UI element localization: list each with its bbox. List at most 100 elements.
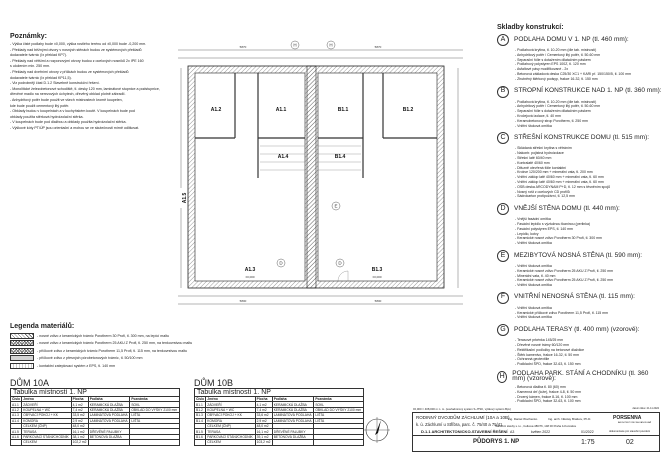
table-cell [271, 439, 315, 446]
composition-layer: - Keramobetonový strop Porotherm, tl. 25… [515, 118, 588, 123]
height-note: ±0,000 = 408,000 m n. m. (souřadnicový s… [413, 407, 511, 411]
composition-letter: E [497, 249, 509, 262]
axis-mark: H [293, 43, 296, 48]
table-cell: OBKLAD DO VÝŠKY 2100 mm [129, 406, 180, 414]
axis-mark: E [334, 204, 337, 209]
note-line: s uložením min. 250 mm. [10, 64, 51, 69]
composition-layer: - Vnitřní štuková omítka [515, 263, 552, 268]
room-label: A1.2 [211, 107, 222, 113]
drawing-title: PŮDORYS 1. NP [473, 439, 520, 445]
composition-layer: - Vnitřní štuková omítka [515, 241, 552, 246]
composition-title: D VNĚJŠÍ STĚNA DOMU (tl. 440 mm): [497, 203, 662, 216]
note-line: - Viz podrobněji část D.1.2 Stavebně kon… [10, 81, 100, 86]
composition-letter: H [497, 371, 508, 384]
composition-letter: G [497, 324, 509, 337]
material-swatch-dots [10, 355, 34, 362]
table-cell [129, 439, 180, 446]
composition-layer: - Nakontr. pojistná hydroizolace [515, 151, 564, 156]
composition-layer: - Kamenná drť (lože), frakce 4-8, tl. 50… [515, 389, 582, 394]
table-cell: LAMINÁTOVÁ PODLAHA [271, 412, 315, 419]
note-line: - Monolitické železobetonové schodiště, … [10, 86, 160, 91]
composition-layer: - Fasádní polystyren EPS, tl. 140 mm [515, 226, 573, 231]
title-block: ±0,000 = 408,000 m n. m. (souřadnicový s… [412, 407, 660, 452]
composition-title: C STŘEŠNÍ KONSTRUKCE DOMU (tl. 515 mm): [497, 132, 662, 145]
notes: Poznámky: - Výška čisté podlahy bude ±0,… [10, 32, 160, 132]
composition-layer: - Sádrokarton protipožární, tl. 12,5 mm [515, 194, 575, 199]
note-line: obklady použita stěrková hydroizolační s… [10, 114, 84, 119]
legend-label: - příčkové zdivo z keramických tvárnic P… [37, 348, 188, 353]
composition-layer: - Rektifikační podložky na betonové dlaž… [515, 347, 585, 352]
composition-layer: - Vnitřní záklop latě 40/60 mm + minerál… [515, 175, 604, 180]
table-cell: OBKLAD DO VÝŠKY 2100 mm [313, 406, 364, 414]
composition-layer: - Štěrk kamenivo, frakce 16-32, tl. 50 m… [515, 352, 579, 357]
composition-letter: D [497, 203, 509, 216]
note-line: dřevěné madlo na nerezových úchytech, dř… [10, 92, 126, 97]
print-date: datum tisku: 21.11.2022 [632, 407, 660, 410]
table-cell: CELKEM [205, 439, 256, 446]
table-cell [9, 439, 23, 446]
legend-label: - příčkové zdivo z přesných pórobetonový… [37, 356, 143, 361]
composition-layer: - Podlahový polystyren EPS 100Z, tl. 120… [515, 62, 586, 67]
legend-item: - nosné zdivo z keramických tvárnic Poro… [10, 340, 192, 348]
composition-layer: - Betonová základová deska C25/30 XC1 + … [515, 71, 632, 76]
composition-letter: A [497, 34, 509, 46]
composition-layer: - Kontralatě 40/60 mm [515, 160, 550, 165]
axis-mark: D [338, 261, 342, 266]
composition-name: STŘEŠNÍ KONSTRUKCE DOMU (tl. 515 mm): [514, 133, 650, 141]
dimension: 5800 [375, 299, 382, 303]
table-cell: 103,2 m2 [254, 439, 273, 446]
composition-layer: - Fasádní lepidlo s výztužnou tkaninou (… [515, 221, 591, 226]
composition-letter: B [497, 85, 509, 98]
composition-layer: - Difuzně otevřená fólie kontaktní [515, 165, 567, 170]
composition-layer: - Dřevěné nosné trámy 60/120 mm [515, 343, 570, 348]
composition-layer: - Vnitřní štuková omítka [515, 283, 552, 288]
legend-title: Legenda materiálů: [10, 323, 75, 330]
composition-layer: - Krokve 120/200 mm + minerální vata, tl… [515, 170, 593, 175]
level-mark: ±0,000 [245, 275, 254, 279]
issue-date: 01/2022 [581, 430, 594, 434]
house-title: DŮM 10B [194, 378, 234, 388]
drawing-number: 02 [626, 439, 634, 446]
party-wall [306, 65, 317, 289]
note-line: - Výška čisté podlahy bude ±0,000, výška… [10, 42, 147, 46]
table-cell [313, 439, 364, 446]
room-label: B1.3 [372, 267, 383, 273]
note-line: - Výškové kóty PT/ÚP jsou orientační a m… [10, 125, 140, 130]
format: A3 [510, 430, 515, 434]
table-caption: Tabulka místností 1. NP [194, 388, 364, 397]
house-title: DŮM 10A [10, 378, 50, 388]
table-caption: Tabulka místností 1. NP [10, 388, 180, 397]
composition-layer: - Separační fólie s dotažením dilatačním… [515, 109, 591, 114]
table-cell: 102,2 m2 [70, 439, 89, 446]
investor: Stavební stavby s.r.o., Celkova 480/76, … [495, 424, 577, 428]
composition-layer: - Vnitřní štuková omítka [515, 123, 552, 128]
north-arrow-icon [364, 417, 390, 443]
room-label: B1.2 [403, 107, 414, 113]
note-line: - Překlady nad běžnými otvory v nosných … [10, 47, 142, 52]
material-swatch-cross [10, 347, 34, 354]
site: k. ú. Záchlumí u Stříbra, parc. č. 75/40… [416, 422, 503, 427]
composition-letter: C [497, 132, 509, 145]
composition-layer: - Keramické nosné zdivo Porotherm 25 AKU… [515, 278, 614, 283]
floor-plan: A1.2 A1.1 A1.3 A1.4 A1.5 B1.1 B1.2 B1.3 … [178, 40, 463, 305]
note-line: - Překlady nad většími a rozponovými otv… [10, 58, 144, 63]
dimension: 5870 [375, 45, 382, 49]
compositions-title: Skladby konstrukcí: [497, 24, 564, 31]
room-label: B1.4 [335, 154, 346, 160]
legend-item: - příčkové zdivo z keramických tvárnic P… [10, 347, 192, 355]
scale: 1:75 [581, 439, 595, 446]
composition-layer: - Betonová dlažba tl. 80 (60) mm [515, 385, 566, 390]
composition-name: VNĚJŠÍ STĚNA DOMU (tl. 440 mm): [514, 204, 620, 212]
composition-layer: - Skládaná střešní krytina s větráním [515, 146, 572, 151]
composition-layer: - Separační fólie s dotažením dilatačním… [515, 57, 591, 62]
composition-name: PODLAHA PARK. STÁNÍ A CHODNÍKU (tl. 360 … [512, 370, 649, 383]
